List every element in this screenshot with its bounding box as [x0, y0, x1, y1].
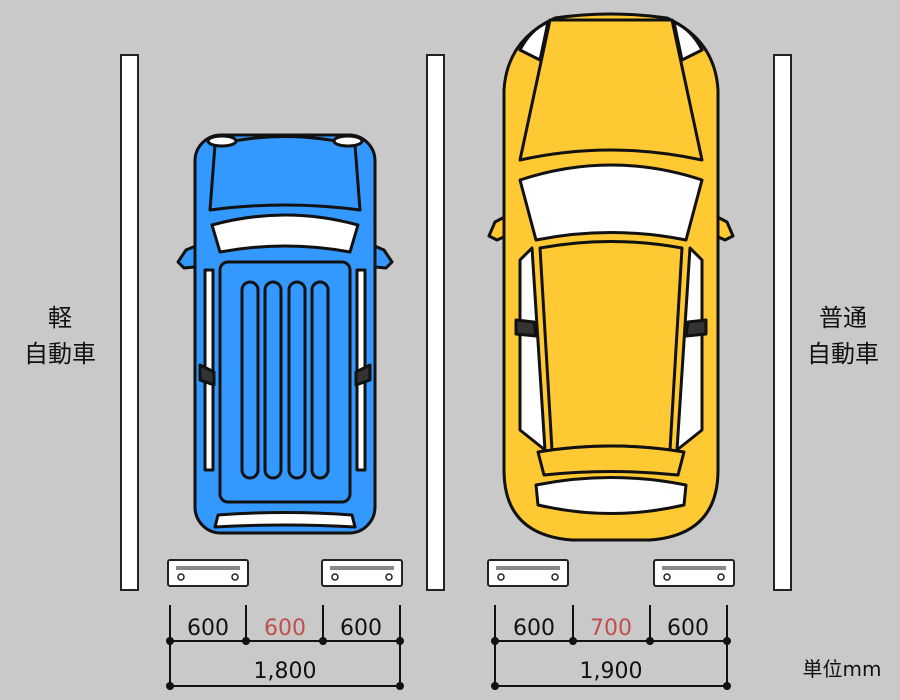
normal-dim-right: 600 [667, 616, 709, 641]
normal-car-top-view-icon [487, 12, 735, 542]
parking-divider-right [773, 54, 792, 591]
normal-dimension-dots [491, 637, 731, 690]
kei-dim-total: 1,800 [254, 659, 317, 684]
kei-dimension-lines [169, 605, 401, 690]
wheel-stop-icon [167, 559, 249, 587]
kei-dim-middle: 600 [264, 616, 306, 641]
wheel-stop-icon [321, 559, 403, 587]
kei-car-top-view-icon [176, 133, 394, 535]
kei-dim-left: 600 [187, 616, 229, 641]
kei-label-line1: 軽 [48, 304, 72, 332]
normal-label-line2: 自動車 [807, 340, 879, 368]
wheel-stop-icon [487, 559, 569, 587]
wheel-stop-icon [653, 559, 735, 587]
kei-label-line2: 自動車 [24, 340, 96, 368]
normal-dim-left: 600 [513, 616, 555, 641]
normal-label-line1: 普通 [819, 304, 867, 332]
unit-label: 単位mm [803, 657, 882, 681]
kei-dimension-dots [166, 637, 404, 690]
normal-dim-total: 1,900 [580, 659, 643, 684]
normal-dim-middle: 700 [590, 616, 632, 641]
kei-dim-right: 600 [340, 616, 382, 641]
parking-divider-middle [426, 54, 445, 591]
parking-divider-left [120, 54, 139, 591]
